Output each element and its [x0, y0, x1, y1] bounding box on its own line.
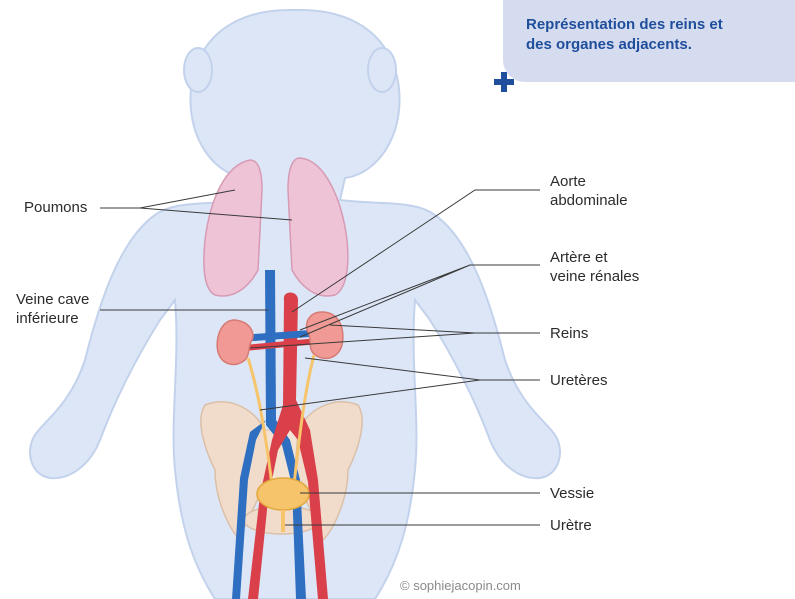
bladder — [257, 478, 309, 510]
label-uretre: Urètre — [550, 516, 592, 535]
title-line-2: des organes adjacents. — [526, 35, 786, 55]
label-aorte: Aorte abdominale — [550, 172, 628, 210]
right-ear — [368, 48, 396, 92]
label-veine-cave-line-1: Veine cave — [16, 290, 89, 309]
diagram-title: Représentation des reins et des organes … — [526, 15, 786, 55]
title-line-1: Représentation des reins et — [526, 15, 786, 35]
label-reins: Reins — [550, 324, 588, 343]
label-poumons: Poumons — [24, 198, 87, 217]
label-veine-cave: Veine cave inférieure — [16, 290, 89, 328]
credit: © sophiejacopin.com — [400, 578, 521, 593]
label-aorte-line-1: Aorte — [550, 172, 628, 191]
label-ureteres: Uretères — [550, 371, 608, 390]
left-ear — [184, 48, 212, 92]
label-artere-line-1: Artère et — [550, 248, 639, 267]
label-veine-cave-line-2: inférieure — [16, 309, 89, 328]
label-vessie: Vessie — [550, 484, 594, 503]
right-kidney — [307, 312, 343, 358]
left-lung — [204, 160, 262, 296]
label-artere-line-2: veine rénales — [550, 267, 639, 286]
label-aorte-line-2: abdominale — [550, 191, 628, 210]
plus-icon — [492, 70, 516, 94]
label-artere: Artère et veine rénales — [550, 248, 639, 286]
